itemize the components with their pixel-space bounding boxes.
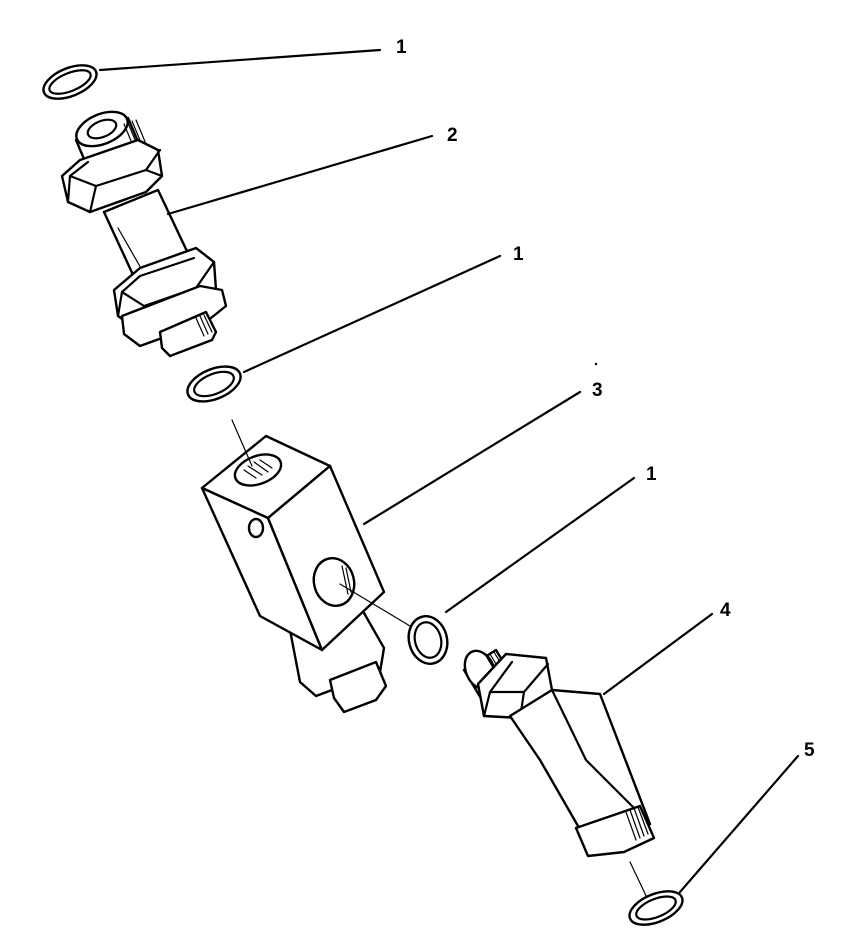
callout-label-5: 5 — [804, 740, 815, 761]
o-ring-lower — [339, 583, 449, 665]
callout-label-3: 3 — [592, 380, 603, 401]
elbow-fitting — [462, 648, 656, 905]
leader-line-1a — [98, 48, 382, 72]
o-ring-top — [42, 64, 98, 100]
adapter-fitting — [60, 110, 228, 358]
leader-line-5 — [678, 754, 800, 894]
stray-mark — [594, 362, 598, 366]
leader-line-3 — [362, 390, 582, 526]
callout-label-1b: 1 — [513, 244, 524, 265]
callout-label-4: 4 — [720, 600, 731, 621]
tee-block — [200, 419, 388, 714]
leader-line-2 — [166, 134, 434, 216]
o-ring-middle — [186, 365, 242, 403]
o-ring-bottom — [628, 890, 684, 926]
callout-label-2: 2 — [447, 125, 458, 146]
callout-label-1a: 1 — [396, 37, 407, 58]
leader-line-1c — [444, 476, 636, 614]
leader-line-4 — [602, 612, 714, 696]
callout-label-1c: 1 — [646, 464, 657, 485]
leader-line-1b — [242, 254, 502, 374]
